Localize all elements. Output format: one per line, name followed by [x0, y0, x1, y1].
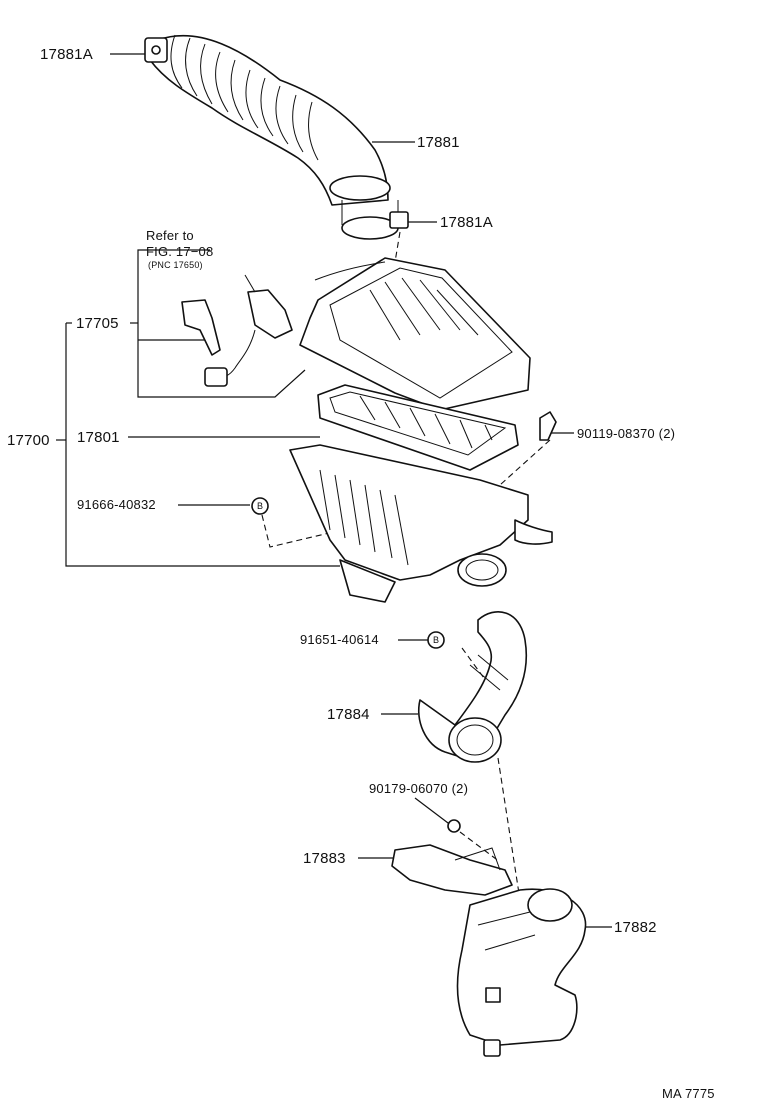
air-cleaner-case — [289, 444, 553, 603]
leader-lines — [56, 53, 612, 928]
label-17882: 17882 — [614, 919, 657, 936]
label-17881: 17881 — [417, 134, 460, 151]
elbow-hose-17884 — [418, 611, 528, 763]
label-pnc-ref: (PNC 17650) — [148, 260, 203, 270]
air-cleaner-cap — [299, 257, 531, 411]
label-17881a-mid: 17881A — [440, 214, 493, 231]
label-90179: 90179-06070 (2) — [369, 781, 469, 796]
label-17705: 17705 — [76, 315, 119, 332]
label-91666: 91666-40832 — [77, 497, 156, 512]
label-fig-ref: FIG. 17−08 — [146, 244, 214, 259]
clip-markers — [251, 497, 445, 649]
label-90119: 90119-08370 (2) — [577, 426, 676, 441]
resonator-17883 — [391, 844, 513, 896]
label-91651: 91651-40614 — [300, 632, 379, 647]
nut-90179 — [447, 819, 461, 833]
label-17881a-top: 17881A — [40, 46, 93, 63]
footer-code: MA 7775 — [662, 1086, 715, 1101]
label-17700: 17700 — [7, 432, 50, 449]
label-17884: 17884 — [327, 706, 370, 723]
sensor-17650 — [181, 274, 293, 387]
intake-duct-17882 — [456, 888, 587, 1057]
label-17883: 17883 — [303, 850, 346, 867]
label-17801: 17801 — [77, 429, 120, 446]
label-refer-to: Refer to — [146, 228, 194, 243]
filter-element-17801 — [317, 384, 557, 471]
clip-marker-b-1: B — [257, 501, 264, 511]
intake-hose-17881 — [144, 34, 409, 240]
clip-marker-b-2: B — [433, 635, 440, 645]
